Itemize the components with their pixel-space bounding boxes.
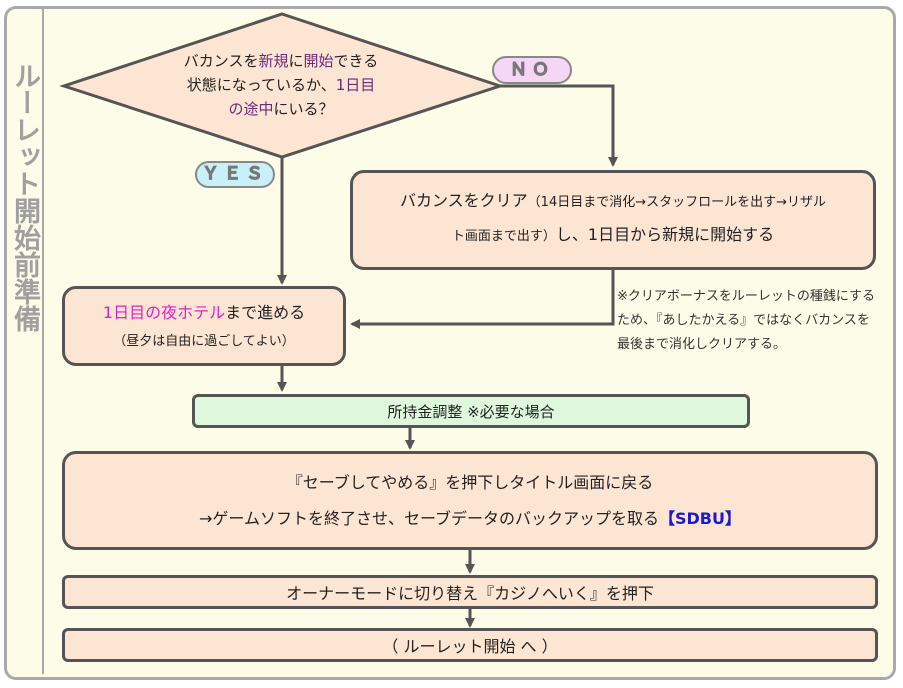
side-divider <box>42 9 44 674</box>
clear-line-1: バカンスをクリア（14日目まで消化→スタッフロールを出す→リザル <box>399 191 826 210</box>
hotel-line-1: 1日目の夜ホテルまで進める <box>102 303 306 322</box>
yes-label: ＹＥＳ <box>195 161 275 188</box>
no-label: ＮＯ <box>492 56 572 84</box>
no-arrow <box>500 84 618 167</box>
hotel-night-box: 1日目の夜ホテルまで進める （昼夕は自由に過ごしてよい） <box>62 286 346 366</box>
save-line-1: 『セーブしてやめる』を押下しタイトル画面に戻る <box>286 472 654 492</box>
side-title: ルーレット開始前準備 <box>9 62 40 332</box>
decision-line-1: バカンスを新規に開始できる <box>183 52 379 70</box>
decision-line-2: 状態になっているか、1日目 <box>186 76 376 94</box>
owner-mode-box: オーナーモードに切り替え『カジノへいく』を押下 <box>62 575 878 609</box>
save-and-backup-box: 『セーブしてやめる』を押下しタイトル画面に戻る →ゲームソフトを終了させ、セーブ… <box>62 451 878 550</box>
hotel-line-2: （昼夕は自由に過ごしてよい） <box>113 334 295 349</box>
roulette-start-box: （ ルーレット開始 へ ） <box>62 628 878 662</box>
clear-vacation-box: バカンスをクリア（14日目まで消化→スタッフロールを出す→リザル ト画面まで出す… <box>350 170 876 270</box>
clear-to-hotel-arrow <box>350 270 615 329</box>
decision-line-3: の途中にいる？ <box>228 100 334 118</box>
decision-text: バカンスを新規に開始できる 状態になっているか、1日目 の途中にいる？ <box>150 49 412 121</box>
clear-line-2: ト画面まで出す）し、1日目から新規に開始する <box>451 225 775 244</box>
money-adjust-box: 所持金調整 ※必要な場合 <box>192 394 750 428</box>
clear-bonus-note: ※クリアボーナスをルーレットの種銭にするため、『あしたかえる』ではなくバカンスを… <box>617 289 876 352</box>
save-line-2: →ゲームソフトを終了させ、セーブデータのバックアップを取る【SDBU】 <box>199 508 741 528</box>
